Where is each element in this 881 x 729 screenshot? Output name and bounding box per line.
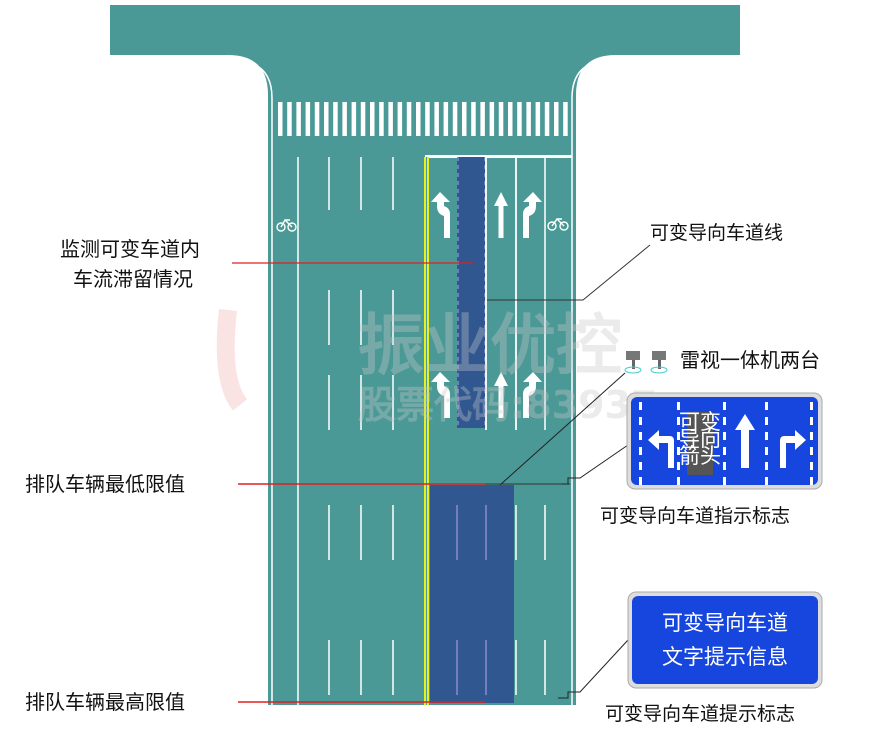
watermark: 振业优控 股票代码:83937 bbox=[216, 307, 657, 427]
sign-lane-dash bbox=[677, 432, 680, 440]
crosswalk-stripe bbox=[434, 102, 439, 136]
sign-lane-dash bbox=[810, 432, 813, 440]
crosswalk-stripe bbox=[443, 102, 449, 136]
sign-lane-dash bbox=[810, 477, 813, 485]
sign-lane-dash bbox=[765, 477, 768, 485]
crosswalk-stripe bbox=[397, 102, 403, 136]
sign-lane-dash bbox=[723, 402, 726, 410]
label-lane-line: 可变导向车道线 bbox=[650, 222, 783, 244]
lane-lines bbox=[297, 157, 546, 705]
crosswalk-stripe bbox=[480, 102, 485, 136]
sign-lane-dash bbox=[639, 432, 642, 440]
crosswalk-stripe bbox=[278, 102, 283, 136]
crosswalk-stripe bbox=[563, 102, 568, 136]
sign-lane-dash bbox=[765, 447, 768, 455]
left-turn-arrow-icon bbox=[648, 430, 674, 468]
radar-camera-icon bbox=[650, 351, 668, 374]
bicycle-icon bbox=[276, 218, 297, 232]
crosswalk-stripe bbox=[526, 102, 531, 136]
svg-text:股票代码:83937: 股票代码:83937 bbox=[358, 383, 657, 427]
crosswalk-stripe bbox=[535, 102, 541, 136]
crosswalk-stripe bbox=[360, 102, 366, 136]
sign-lane-dash bbox=[677, 477, 680, 485]
variable-lane-prompt-sign: 可变导向车道 文字提示信息 bbox=[627, 591, 823, 689]
crosswalk-stripe bbox=[498, 102, 504, 136]
variable-lane-indicator-sign: 可变 导向 箭头 bbox=[626, 392, 823, 490]
sign-lane-dash bbox=[639, 402, 642, 410]
crosswalk-stripe bbox=[314, 102, 320, 136]
crosswalk-stripe bbox=[287, 102, 292, 136]
crosswalk-stripe bbox=[452, 102, 458, 136]
sign-lane-dash bbox=[765, 432, 768, 440]
svg-text:可变导向车道: 可变导向车道 bbox=[662, 611, 788, 635]
sign-lane-dash bbox=[810, 417, 813, 425]
sign-lane-dash bbox=[677, 462, 680, 470]
sign-lane-dash bbox=[765, 402, 768, 410]
crosswalk-stripe bbox=[425, 102, 430, 136]
sign-lane-dash bbox=[677, 447, 680, 455]
label-queue-max: 排队车辆最高限值 bbox=[25, 690, 185, 714]
crosswalk-stripe bbox=[508, 102, 513, 136]
crosswalk-stripe bbox=[471, 102, 476, 136]
sign-lane-dash bbox=[677, 402, 680, 410]
crosswalk-stripe bbox=[406, 102, 412, 136]
crosswalk-stripe bbox=[388, 102, 393, 136]
svg-text:文字提示信息: 文字提示信息 bbox=[662, 645, 788, 669]
crosswalk-stripe bbox=[333, 102, 338, 136]
right-turn-arrow-icon bbox=[780, 430, 806, 468]
radar-camera-icon bbox=[624, 351, 642, 374]
crosswalk-stripe bbox=[305, 102, 311, 136]
sign-lane-dash bbox=[723, 417, 726, 425]
sign-lane-dash bbox=[765, 417, 768, 425]
sign-lane-dash bbox=[639, 447, 642, 455]
crosswalk-stripe bbox=[489, 102, 495, 136]
sign-lane-dash bbox=[723, 432, 726, 440]
sign-lane-dash bbox=[765, 462, 768, 470]
label-monitor-line1: 监测可变车道内 bbox=[60, 237, 200, 261]
stop-line bbox=[425, 155, 572, 158]
crosswalk-stripe bbox=[554, 102, 559, 136]
crosswalk-stripe bbox=[462, 102, 467, 136]
crosswalk-stripe bbox=[296, 102, 301, 136]
crosswalk-stripe bbox=[324, 102, 329, 136]
label-indicator-sign: 可变导向车道指示标志 bbox=[600, 505, 790, 527]
crosswalk-stripe bbox=[379, 102, 384, 136]
label-queue-min: 排队车辆最低限值 bbox=[25, 472, 185, 496]
sign-lane-dash bbox=[723, 462, 726, 470]
svg-text:振业优控: 振业优控 bbox=[358, 307, 622, 384]
label-prompt-sign: 可变导向车道提示标志 bbox=[605, 703, 795, 725]
variable-arrow-box bbox=[687, 412, 713, 475]
sign-lane-dash bbox=[810, 402, 813, 410]
crosswalk-stripe bbox=[416, 102, 421, 136]
straight-arrow-icon bbox=[735, 414, 755, 468]
sign-lane-dash bbox=[639, 417, 642, 425]
sign-lane-dash bbox=[639, 462, 642, 470]
sign-lane-dash bbox=[810, 462, 813, 470]
sign-lane-dash bbox=[639, 477, 642, 485]
sign-lane-dash bbox=[723, 447, 726, 455]
label-monitor-line2: 车流滞留情况 bbox=[73, 267, 193, 291]
variable-lane-strip bbox=[457, 157, 486, 428]
crosswalk-stripe bbox=[370, 102, 375, 136]
crosswalk-stripe bbox=[544, 102, 550, 136]
svg-text:可变: 可变 bbox=[679, 410, 721, 434]
sign-lane-dash bbox=[723, 477, 726, 485]
queue-detection-zone bbox=[430, 485, 514, 703]
sign-lane-dash bbox=[677, 417, 680, 425]
crosswalk-stripe bbox=[517, 102, 522, 136]
sign-lane-dash bbox=[810, 447, 813, 455]
bicycle-icon bbox=[547, 217, 569, 231]
crosswalk bbox=[278, 102, 568, 136]
svg-text:导向: 导向 bbox=[679, 427, 721, 451]
crosswalk-stripe bbox=[351, 102, 357, 136]
annotation-lines bbox=[232, 244, 651, 703]
label-radar: 雷视一体机两台 bbox=[680, 348, 820, 372]
crosswalk-stripe bbox=[342, 102, 347, 136]
svg-text:箭头: 箭头 bbox=[679, 444, 721, 468]
